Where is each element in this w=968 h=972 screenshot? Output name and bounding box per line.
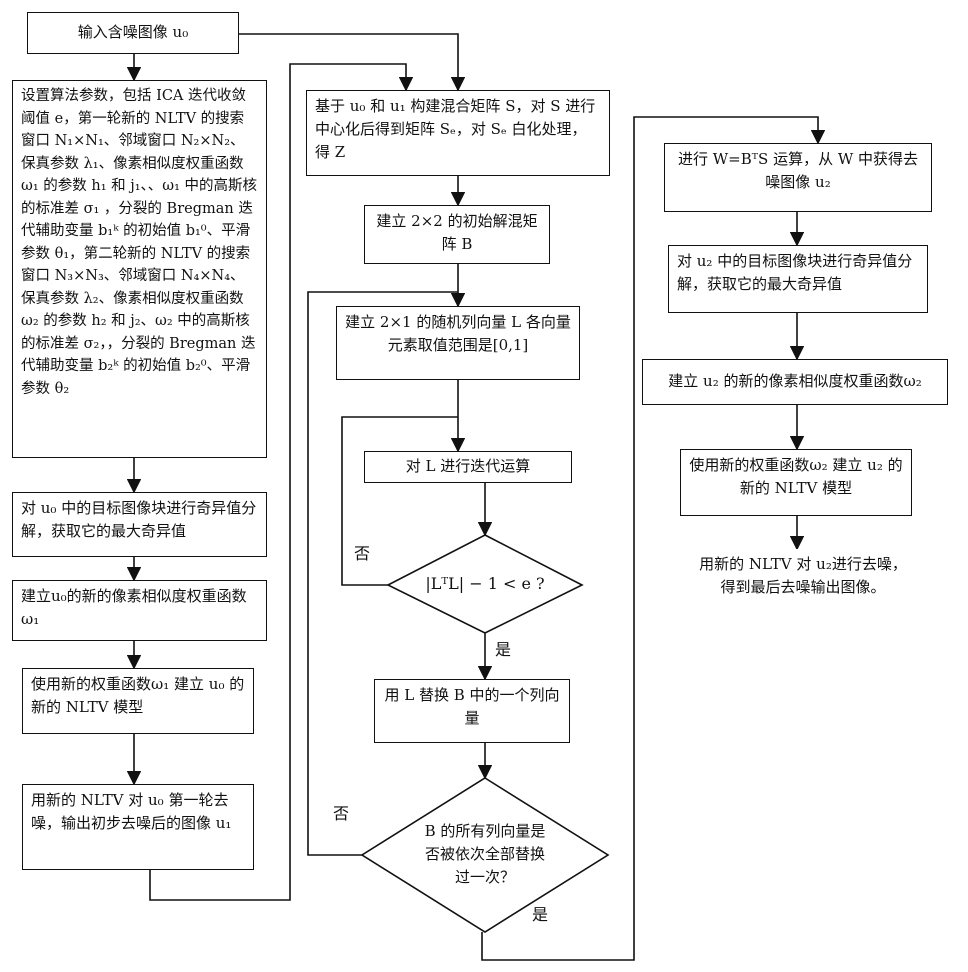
node-weight-first: 建立u₀的新的像素相似度权重函数 ω₁ [12, 580, 267, 641]
node-nltv-model-first-text: 使用新的权重函数ω₁ 建立 u₀ 的新的 NLTV 模型 [31, 673, 245, 719]
label-yes-all-replaced: 是 [532, 901, 548, 925]
node-random-vector-text: 建立 2×1 的随机列向量 L 各向量元素取值范围是[0,1] [345, 311, 571, 357]
node-svd-second: 对 u₂ 中的目标图像块进行奇异值分解，获取它的最大奇异值 [668, 245, 928, 313]
node-compute-w: 进行 W=BᵀS 运算，从 W 中获得去噪图像 u₂ [664, 143, 932, 212]
decision-all-replaced-text: B 的所有列向量是否被依次全部替换过一次？ [420, 820, 550, 889]
node-init-unmixing-matrix-text: 建立 2×2 的初始解混矩阵 B [373, 210, 541, 256]
node-final-denoise: 用新的 NLTV 对 u₂进行去噪，得到最后去噪输出图像。 [686, 549, 920, 621]
node-mixing-matrix: 基于 u₀ 和 u₁ 构建混合矩阵 S，对 S 进行中心化后得到矩阵 Sₑ，对 … [306, 90, 610, 176]
node-final-denoise-text: 用新的 NLTV 对 u₂进行去噪，得到最后去噪输出图像。 [694, 553, 912, 599]
node-nltv-model-second: 使用新的权重函数ω₂ 建立 u₂ 的新的 NLTV 模型 [680, 449, 912, 516]
node-weight-second: 建立 u₂ 的新的像素相似度权重函数ω₂ [642, 359, 948, 405]
node-replace-column: 用 L 替换 B 中的一个列向量 [374, 679, 570, 743]
node-mixing-matrix-text: 基于 u₀ 和 u₁ 构建混合矩阵 S，对 S 进行中心化后得到矩阵 Sₑ，对 … [315, 95, 601, 164]
node-iterate-vector-text: 对 L 进行迭代运算 [365, 452, 571, 480]
node-random-vector: 建立 2×1 的随机列向量 L 各向量元素取值范围是[0,1] [336, 306, 580, 380]
node-iterate-vector: 对 L 进行迭代运算 [364, 451, 572, 483]
label-no-all-replaced: 否 [333, 800, 349, 824]
label-yes-converge: 是 [495, 636, 511, 660]
node-replace-column-text: 用 L 替换 B 中的一个列向量 [383, 684, 561, 730]
node-input-noisy-image: 输入含噪图像 u₀ [27, 12, 239, 54]
label-no-converge: 否 [354, 540, 370, 564]
node-nltv-model-second-text: 使用新的权重函数ω₂ 建立 u₂ 的新的 NLTV 模型 [689, 454, 903, 500]
node-svd-first: 对 u₀ 中的目标图像块进行奇异值分解，获取它的最大奇异值 [12, 492, 267, 557]
edge-input-mix [239, 34, 458, 90]
node-svd-second-text: 对 u₂ 中的目标图像块进行奇异值分解，获取它的最大奇异值 [677, 250, 919, 296]
node-compute-w-text: 进行 W=BᵀS 运算，从 W 中获得去噪图像 u₂ [673, 148, 923, 194]
node-set-parameters-text: 设置算法参数，包括 ICA 迭代收敛阈值 e，第一轮新的 NLTV 的搜索窗口 … [21, 85, 258, 400]
node-init-unmixing-matrix: 建立 2×2 的初始解混矩阵 B [364, 205, 550, 264]
node-set-parameters: 设置算法参数，包括 ICA 迭代收敛阈值 e，第一轮新的 NLTV 的搜索窗口 … [12, 80, 267, 458]
decision-converge-text: |LᵀL| − 1 < e ? [410, 572, 560, 595]
node-denoise-first: 用新的 NLTV 对 u₀ 第一轮去噪，输出初步去噪后的图像 u₁ [22, 784, 254, 870]
node-nltv-model-first: 使用新的权重函数ω₁ 建立 u₀ 的新的 NLTV 模型 [22, 668, 254, 734]
node-denoise-first-text: 用新的 NLTV 对 u₀ 第一轮去噪，输出初步去噪后的图像 u₁ [31, 789, 245, 835]
node-weight-second-text: 建立 u₂ 的新的像素相似度权重函数ω₂ [643, 360, 947, 402]
node-weight-first-text: 建立u₀的新的像素相似度权重函数 ω₁ [21, 585, 258, 631]
node-input-text: 输入含噪图像 u₀ [28, 13, 238, 51]
node-svd-first-text: 对 u₀ 中的目标图像块进行奇异值分解，获取它的最大奇异值 [21, 497, 258, 543]
